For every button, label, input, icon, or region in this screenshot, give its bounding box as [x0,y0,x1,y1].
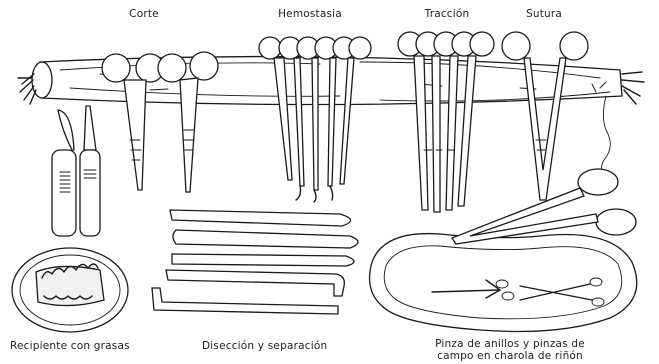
label-traccion: Tracción [425,8,470,20]
label-pinza-line1: Pinza de anillos y pinzas de [425,338,595,350]
label-sutura: Sutura [526,8,562,20]
label-pinza: Pinza de anillos y pinzas de campo en ch… [425,338,595,362]
label-recipiente: Recipiente con grasas [10,340,130,352]
scalpel-2 [80,106,100,236]
label-pinza-line2: campo en charola de riñón [425,350,595,362]
kidney-dish [370,234,637,332]
needle-holder [502,32,588,200]
fat-dish [12,248,128,332]
scalpel-1 [52,110,76,236]
label-diseccion: Disección y separación [202,340,327,352]
label-hemostasia: Hemostasia [278,8,342,20]
hemostat-forceps-group [259,37,371,202]
label-corte: Corte [129,8,159,20]
dissection-retractors [152,210,358,314]
